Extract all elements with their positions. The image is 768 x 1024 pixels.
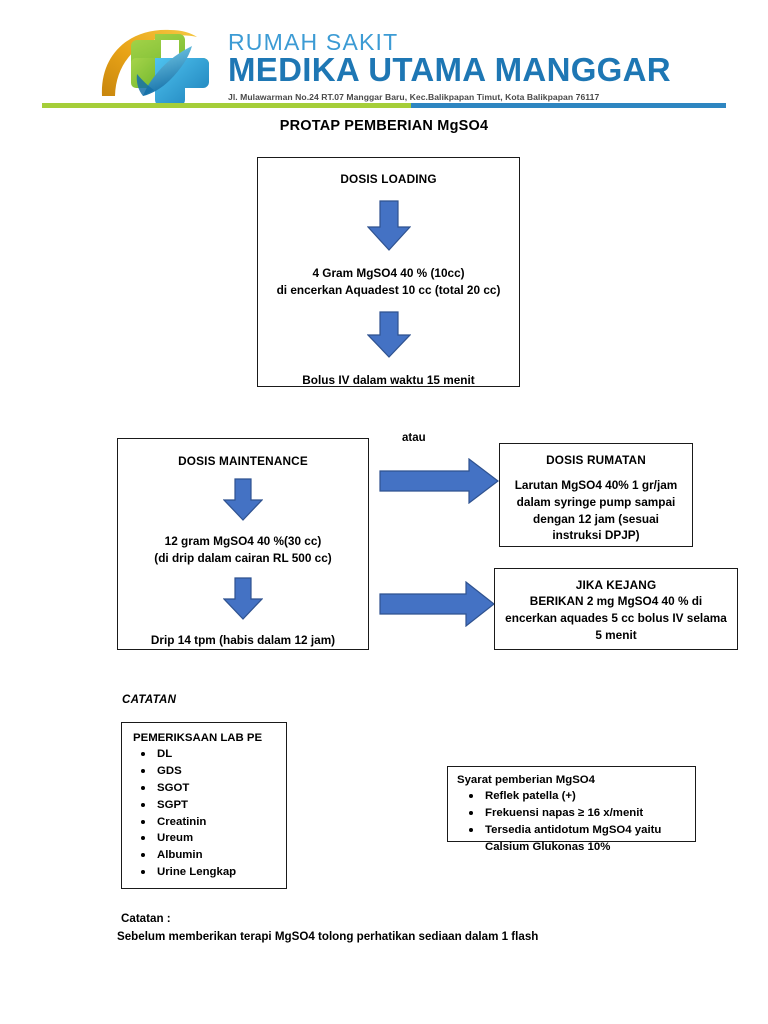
dosis-rumatan-line3: dengan 12 jam (sesuai — [533, 511, 659, 526]
jika-kejang-text: BERIKAN 2 mg MgSO4 40 % di encerkan aqua… — [499, 593, 733, 643]
dosis-maintenance-box: DOSIS MAINTENANCE 12 gram MgSO4 40 %(30 … — [117, 438, 369, 650]
list-item: Albumin — [133, 847, 276, 864]
list-item: Frekuensi napas ≥ 16 x/menit — [457, 805, 687, 822]
jika-kejang-title: JIKA KEJANG — [575, 578, 657, 592]
hospital-address: Jl. Mulawarman No.24 RT.07 Manggar Baru,… — [228, 92, 600, 103]
dosis-loading-step1-line2: di encerkan Aquadest 10 cc (total 20 cc) — [276, 282, 501, 297]
list-item: SGPT — [133, 797, 276, 814]
dosis-loading-box: DOSIS LOADING 4 Gram MgSO4 40 % (10cc) d… — [257, 157, 520, 387]
jika-kejang-line3: 5 menit — [595, 627, 637, 642]
list-item: Creatinin — [133, 814, 276, 831]
dosis-loading-step1-line1: 4 Gram MgSO4 40 % (10cc) — [312, 266, 465, 280]
page-title: PROTAP PEMBERIAN MgSO4 — [279, 118, 489, 134]
pemeriksaan-lab-box: PEMERIKSAAN LAB PE DL GDS SGOT SGPT Crea… — [121, 722, 287, 889]
footer-note-text: Sebelum memberikan terapi MgSO4 tolong p… — [117, 929, 539, 943]
jika-kejang-line2: encerkan aquades 5 cc bolus IV selama — [505, 610, 727, 625]
dosis-maintenance-step1-line1: 12 gram MgSO4 40 %(30 cc) — [164, 534, 322, 548]
page-header: RUMAH SAKIT MEDIKA UTAMA MANGGAR Jl. Mul… — [0, 0, 768, 112]
jika-kejang-line1: BERIKAN 2 mg MgSO4 40 % di — [529, 594, 703, 608]
list-item: GDS — [133, 763, 276, 780]
dosis-loading-step1: 4 Gram MgSO4 40 % (10cc) di encerkan Aqu… — [258, 265, 519, 299]
footer-note-label: Catatan : — [121, 912, 171, 925]
pemeriksaan-lab-list: DL GDS SGOT SGPT Creatinin Ureum Albumin… — [133, 746, 276, 881]
brand-block: RUMAH SAKIT MEDIKA UTAMA MANGGAR Jl. Mul… — [228, 30, 698, 102]
dosis-rumatan-line4: instruksi DPJP) — [552, 528, 640, 543]
dosis-maintenance-title: DOSIS MAINTENANCE — [178, 454, 308, 468]
arrow-down-icon — [366, 200, 411, 251]
list-item: SGOT — [133, 780, 276, 797]
syarat-pemberian-box: Syarat pemberian MgSO4 Reflek patella (+… — [447, 766, 696, 853]
dosis-rumatan-title: DOSIS RUMATAN — [546, 453, 646, 467]
dosis-maintenance-step2: Drip 14 tpm (habis dalam 12 jam) — [150, 632, 336, 647]
divider-green-segment — [42, 103, 412, 108]
header-divider — [42, 103, 726, 108]
arrow-right-icon — [379, 581, 495, 627]
arrow-down-icon — [223, 478, 263, 521]
jika-kejang-box: JIKA KEJANG BERIKAN 2 mg MgSO4 40 % di e… — [494, 568, 738, 650]
list-item: Tersedia antidotum MgSO4 yaitu Calsium G… — [457, 822, 687, 856]
pemeriksaan-lab-title: PEMERIKSAAN LAB PE — [133, 732, 263, 744]
atau-label: atau — [402, 432, 426, 444]
dosis-rumatan-box: DOSIS RUMATAN Larutan MgSO4 40% 1 gr/jam… — [499, 443, 693, 547]
dosis-maintenance-step1: 12 gram MgSO4 40 %(30 cc) (di drip dalam… — [118, 533, 368, 567]
dosis-rumatan-line2: dalam syringe pump sampai — [516, 494, 676, 509]
dosis-loading-step2: Bolus IV dalam waktu 15 menit — [302, 372, 475, 387]
medical-cross-leaf-logo — [101, 29, 209, 104]
divider-blue-segment — [411, 103, 726, 108]
dosis-rumatan-text: Larutan MgSO4 40% 1 gr/jam dalam syringe… — [508, 477, 684, 544]
dosis-loading-title: DOSIS LOADING — [340, 172, 437, 186]
arrow-right-icon — [379, 458, 499, 504]
dosis-rumatan-line1: Larutan MgSO4 40% 1 gr/jam — [514, 478, 678, 492]
catatan-heading: CATATAN — [122, 694, 177, 706]
brand-line-secondary: MEDIKA UTAMA MANGGAR — [228, 51, 671, 89]
arrow-down-icon — [366, 310, 411, 358]
arrow-down-icon — [223, 576, 263, 620]
footer-note: Catatan : Sebelum memberikan terapi MgSO… — [117, 910, 538, 946]
brand-line-primary: RUMAH SAKIT — [228, 29, 399, 55]
hospital-logo — [96, 24, 224, 104]
dosis-maintenance-step1-line2: (di drip dalam cairan RL 500 cc) — [154, 550, 332, 565]
list-item: Ureum — [133, 830, 276, 847]
syarat-pemberian-title: Syarat pemberian MgSO4 — [457, 774, 596, 786]
list-item: Reflek patella (+) — [457, 788, 687, 805]
list-item: Urine Lengkap — [133, 864, 276, 881]
list-item: DL — [133, 746, 276, 763]
syarat-pemberian-list: Reflek patella (+) Frekuensi napas ≥ 16 … — [457, 788, 687, 856]
